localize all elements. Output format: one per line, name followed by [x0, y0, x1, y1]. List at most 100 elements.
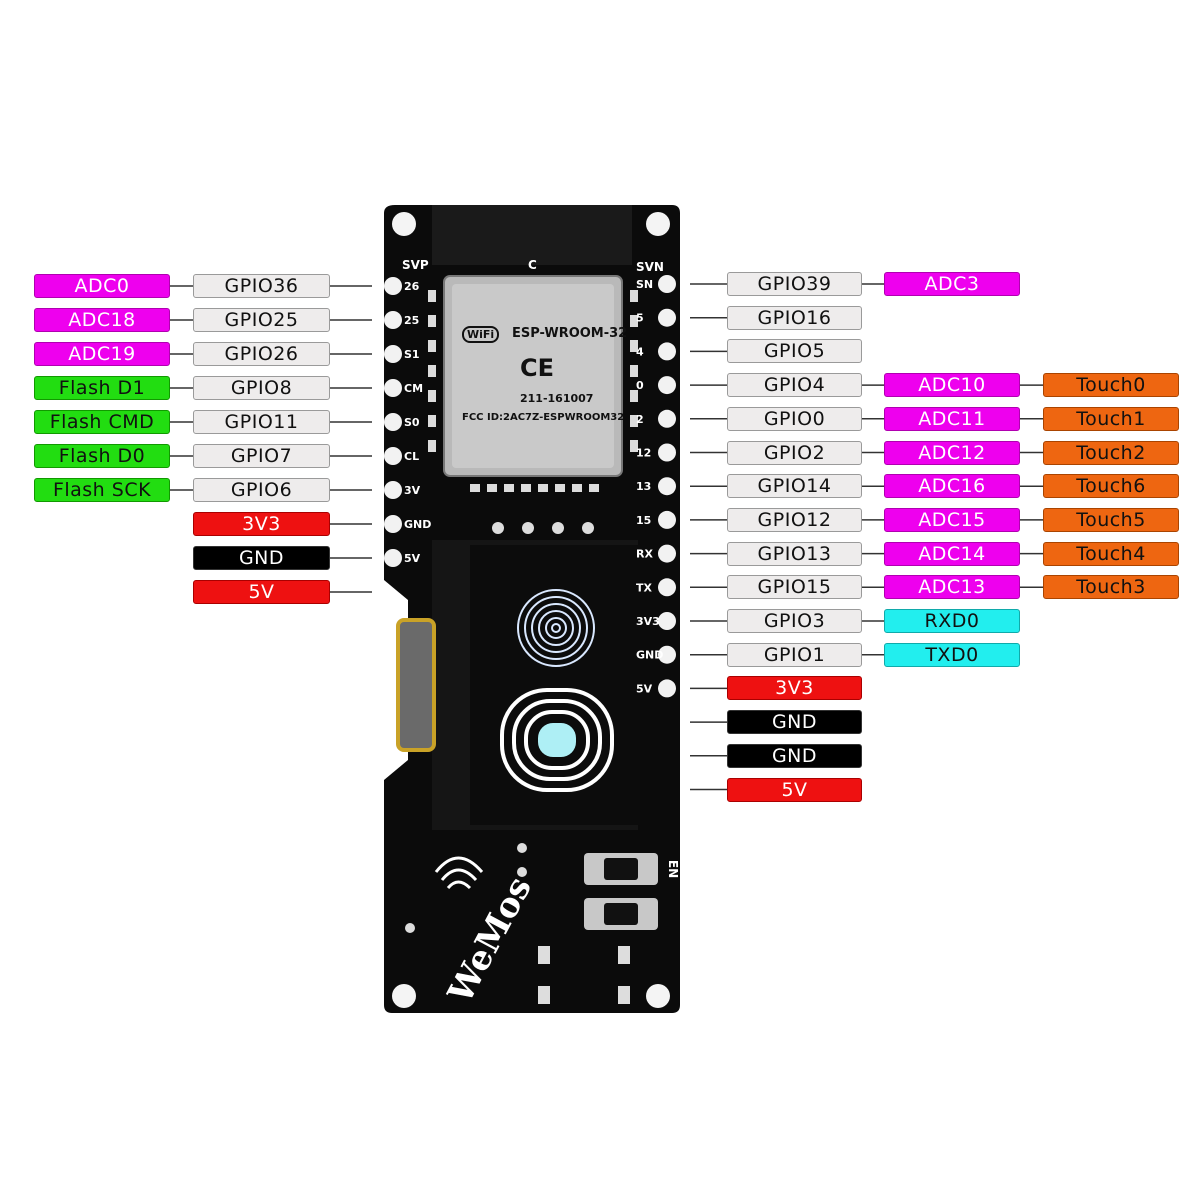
touch-center — [538, 723, 576, 757]
left-func-label: ADC19 — [34, 342, 170, 366]
antenna-region — [432, 205, 632, 265]
right-gpio-label: GPIO3 — [727, 609, 862, 633]
castellation-pad — [428, 365, 436, 377]
header-pin — [658, 275, 676, 293]
header-pin — [658, 409, 676, 428]
header-pads — [492, 522, 594, 534]
header-pin — [658, 308, 676, 327]
left-func-label: ADC0 — [34, 274, 170, 298]
right-gpio-label: GPIO12 — [727, 507, 862, 532]
right-touch-label: Touch6 — [1043, 474, 1179, 499]
right-power-label: GND — [727, 743, 862, 768]
castellation-pad — [428, 440, 436, 452]
right-adc-label: ADC13 — [884, 575, 1020, 600]
castellation-pad — [428, 315, 436, 327]
wifi-logo-icon — [434, 856, 484, 890]
castellation-pad — [428, 390, 436, 402]
left-gpio-label: GPIO26 — [193, 342, 330, 366]
silk-label: GND — [636, 649, 663, 662]
castellation-pad — [572, 484, 582, 492]
silk-svp: SVP — [402, 258, 429, 272]
castellation-pad — [428, 340, 436, 352]
castellation-pad — [630, 315, 638, 327]
header-pin — [658, 544, 676, 563]
right-power-label: 5V — [727, 777, 862, 802]
castellation-pad — [504, 484, 514, 492]
silk-label: 3V3 — [636, 615, 660, 628]
silk-label: 26 — [404, 280, 420, 293]
castellation-pad — [428, 290, 436, 302]
silk-label: GND — [404, 518, 431, 531]
right-touch-label: Touch1 — [1043, 406, 1179, 431]
right-gpio-label: GPIO15 — [727, 575, 862, 600]
left-power-label: GND — [193, 546, 330, 570]
left-func-label: Flash D0 — [34, 444, 170, 468]
silk-label: 5V — [636, 682, 653, 695]
header-pin — [384, 277, 402, 295]
fcc-id: FCC ID:2AC7Z-ESPWROOM32 — [462, 412, 625, 423]
header-pin — [384, 413, 402, 431]
silk-label: S1 — [404, 348, 420, 361]
silk-svn: SVN — [636, 260, 664, 274]
pin-leader-lines — [170, 283, 1043, 791]
module-name: ESP-WROOM-32 — [512, 326, 628, 341]
castellation-pad — [538, 484, 548, 492]
silk-label: SN — [636, 278, 653, 291]
header-pin — [658, 578, 676, 597]
silk-label: 5 — [636, 312, 644, 325]
right-adc-label: ADC10 — [884, 373, 1020, 398]
castellation-pad — [521, 484, 531, 492]
header-pin — [658, 510, 676, 529]
silk-label: 4 — [636, 345, 644, 358]
header-pin — [658, 645, 676, 664]
silk-label: 15 — [636, 514, 651, 527]
right-adc-label: ADC11 — [884, 406, 1020, 431]
left-header-pins — [384, 277, 402, 567]
header-pin — [384, 447, 402, 465]
mount-hole — [646, 212, 670, 236]
castellation-pad — [630, 415, 638, 427]
header-pin — [658, 342, 676, 361]
ce-mark: CE — [520, 354, 555, 382]
smd-parts — [405, 843, 630, 1004]
silk-label: S0 — [404, 416, 420, 429]
left-power-label: 5V — [193, 580, 330, 604]
right-gpio-label: GPIO0 — [727, 406, 862, 431]
right-power-label: GND — [727, 710, 862, 735]
silk-label: 3V — [404, 484, 421, 497]
castellation-pad — [470, 484, 480, 492]
right-touch-label: Touch4 — [1043, 541, 1179, 566]
silk-en: EN — [666, 859, 681, 879]
silk-label: 12 — [636, 447, 651, 460]
silk-label: CL — [404, 450, 419, 463]
header-pin — [658, 477, 676, 496]
right-gpio-label: GPIO13 — [727, 541, 862, 566]
right-uart-label: RXD0 — [884, 609, 1020, 633]
right-touch-label: Touch3 — [1043, 575, 1179, 600]
oled-glass — [470, 545, 640, 825]
left-func-label: Flash D1 — [34, 376, 170, 400]
castellation-pad — [589, 484, 599, 492]
header-pin — [384, 345, 402, 363]
right-uart-label: TXD0 — [884, 642, 1020, 667]
right-gpio-label: GPIO2 — [727, 440, 862, 465]
left-gpio-label: GPIO36 — [193, 274, 330, 298]
left-gpio-label: GPIO6 — [193, 478, 330, 502]
castellation-pad — [630, 390, 638, 402]
header-pin — [384, 549, 402, 567]
right-adc-label: ADC14 — [884, 541, 1020, 566]
silk-c: C — [528, 258, 537, 272]
silk-label: RX — [636, 548, 653, 561]
left-func-label: Flash CMD — [34, 410, 170, 434]
right-gpio-label: GPIO1 — [727, 642, 862, 667]
right-gpio-label: GPIO14 — [727, 474, 862, 499]
right-adc-label: ADC15 — [884, 507, 1020, 532]
castellation-pad — [630, 440, 638, 452]
right-power-label: 3V3 — [727, 676, 862, 701]
header-pin — [384, 515, 402, 533]
right-gpio-label: GPIO4 — [727, 373, 862, 398]
module-castellations — [428, 290, 638, 492]
left-func-label: ADC18 — [34, 308, 170, 332]
